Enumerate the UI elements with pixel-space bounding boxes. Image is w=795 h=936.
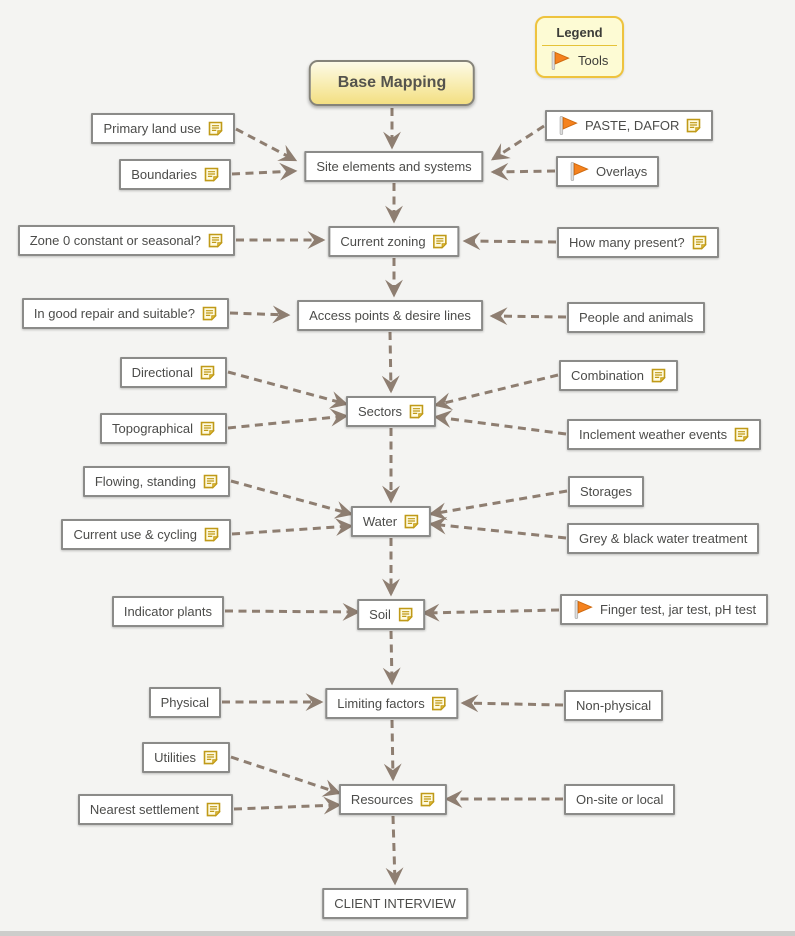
node-label: Combination	[571, 368, 644, 383]
node-label: Access points & desire lines	[309, 308, 471, 323]
node-access-points[interactable]: Access points & desire lines	[297, 300, 483, 331]
note-icon[interactable]	[734, 427, 749, 442]
node-label: Topographical	[112, 421, 193, 436]
node-label: Water	[362, 514, 398, 529]
note-icon[interactable]	[692, 235, 707, 250]
node-label: Resources	[350, 792, 414, 807]
node-non-physical[interactable]: Non-physical	[564, 690, 664, 721]
node-how-many-present[interactable]: How many present?	[557, 227, 719, 258]
node-base-mapping[interactable]: Base Mapping	[308, 60, 476, 106]
node-label: On-site or local	[576, 792, 664, 807]
note-icon[interactable]	[200, 421, 215, 436]
note-icon[interactable]	[200, 365, 215, 380]
note-icon[interactable]	[432, 696, 447, 711]
note-icon[interactable]	[686, 118, 701, 133]
node-label: Overlays	[596, 164, 648, 179]
node-label: Flowing, standing	[94, 474, 196, 489]
node-label: How many present?	[569, 235, 685, 250]
node-client-interview[interactable]: CLIENT INTERVIEW	[322, 888, 468, 919]
note-icon[interactable]	[208, 121, 223, 136]
node-label: Zone 0 constant or seasonal?	[29, 233, 201, 248]
node-resources[interactable]: Resources	[338, 784, 448, 815]
node-boundaries[interactable]: Boundaries	[119, 159, 231, 190]
flag-icon	[572, 602, 593, 617]
node-directional[interactable]: Directional	[119, 357, 227, 388]
note-icon[interactable]	[433, 234, 448, 249]
window-bottom-edge	[0, 931, 795, 936]
legend-panel: Legend Tools	[535, 16, 624, 78]
node-overlays[interactable]: Overlays	[556, 156, 660, 187]
note-icon[interactable]	[203, 750, 218, 765]
node-flowing-standing[interactable]: Flowing, standing	[82, 466, 230, 497]
node-label: Current use & cycling	[73, 527, 197, 542]
node-label: Finger test, jar test, pH test	[600, 602, 757, 617]
node-topographical[interactable]: Topographical	[100, 413, 227, 444]
node-sectors[interactable]: Sectors	[345, 396, 437, 427]
node-zone0-constant[interactable]: Zone 0 constant or seasonal?	[17, 225, 235, 256]
legend-item-tools: Tools	[537, 46, 622, 76]
note-icon[interactable]	[420, 792, 435, 807]
node-current-zoning[interactable]: Current zoning	[328, 226, 460, 257]
note-icon[interactable]	[409, 404, 424, 419]
node-nearest-settlement[interactable]: Nearest settlement	[77, 794, 233, 825]
node-physical[interactable]: Physical	[148, 687, 221, 718]
node-storages[interactable]: Storages	[568, 476, 645, 507]
node-label: People and animals	[579, 310, 694, 325]
note-icon[interactable]	[204, 527, 219, 542]
node-onsite-or-local[interactable]: On-site or local	[564, 784, 676, 815]
legend-item-label: Tools	[578, 53, 609, 68]
node-label: PASTE, DAFOR	[585, 118, 680, 133]
node-good-repair[interactable]: In good repair and suitable?	[21, 298, 229, 329]
node-people-and-animals[interactable]: People and animals	[567, 302, 706, 333]
note-icon[interactable]	[203, 474, 218, 489]
flag-icon	[549, 53, 570, 68]
node-label: Current zoning	[340, 234, 426, 249]
note-icon[interactable]	[651, 368, 666, 383]
node-label: In good repair and suitable?	[33, 306, 195, 321]
node-label: Limiting factors	[337, 696, 425, 711]
node-label: Utilities	[154, 750, 196, 765]
node-grey-black-water[interactable]: Grey & black water treatment	[567, 523, 760, 554]
node-label: Physical	[160, 695, 209, 710]
node-site-elements[interactable]: Site elements and systems	[304, 151, 484, 182]
node-label: Primary land use	[103, 121, 201, 136]
note-icon[interactable]	[398, 607, 413, 622]
node-label: Indicator plants	[123, 604, 212, 619]
root-label: Base Mapping	[337, 74, 447, 91]
node-label: Grey & black water treatment	[579, 531, 748, 546]
node-finger-test[interactable]: Finger test, jar test, pH test	[560, 594, 769, 625]
legend-title: Legend	[542, 18, 617, 46]
node-label: Inclement weather events	[579, 427, 728, 442]
node-label: Sectors	[357, 404, 403, 419]
node-label: Site elements and systems	[316, 159, 472, 174]
flag-icon	[568, 164, 589, 179]
note-icon[interactable]	[404, 514, 419, 529]
node-paste-dafor[interactable]: PASTE, DAFOR	[545, 110, 714, 141]
note-icon[interactable]	[204, 167, 219, 182]
node-label: Nearest settlement	[89, 802, 199, 817]
node-label: CLIENT INTERVIEW	[334, 896, 456, 911]
node-label: Storages	[580, 484, 633, 499]
flag-icon	[557, 118, 578, 133]
note-icon[interactable]	[206, 802, 221, 817]
note-icon[interactable]	[208, 233, 223, 248]
node-water[interactable]: Water	[350, 506, 432, 537]
node-limiting-factors[interactable]: Limiting factors	[325, 688, 459, 719]
node-label: Non-physical	[576, 698, 652, 713]
node-label: Directional	[131, 365, 193, 380]
node-indicator-plants[interactable]: Indicator plants	[111, 596, 224, 627]
node-inclement-weather[interactable]: Inclement weather events	[567, 419, 762, 450]
node-primary-land-use[interactable]: Primary land use	[91, 113, 235, 144]
node-soil[interactable]: Soil	[357, 599, 425, 630]
node-current-use-cycling[interactable]: Current use & cycling	[61, 519, 231, 550]
node-label: Boundaries	[131, 167, 197, 182]
note-icon[interactable]	[202, 306, 217, 321]
node-combination[interactable]: Combination	[559, 360, 678, 391]
node-label: Soil	[369, 607, 391, 622]
node-utilities[interactable]: Utilities	[142, 742, 230, 773]
